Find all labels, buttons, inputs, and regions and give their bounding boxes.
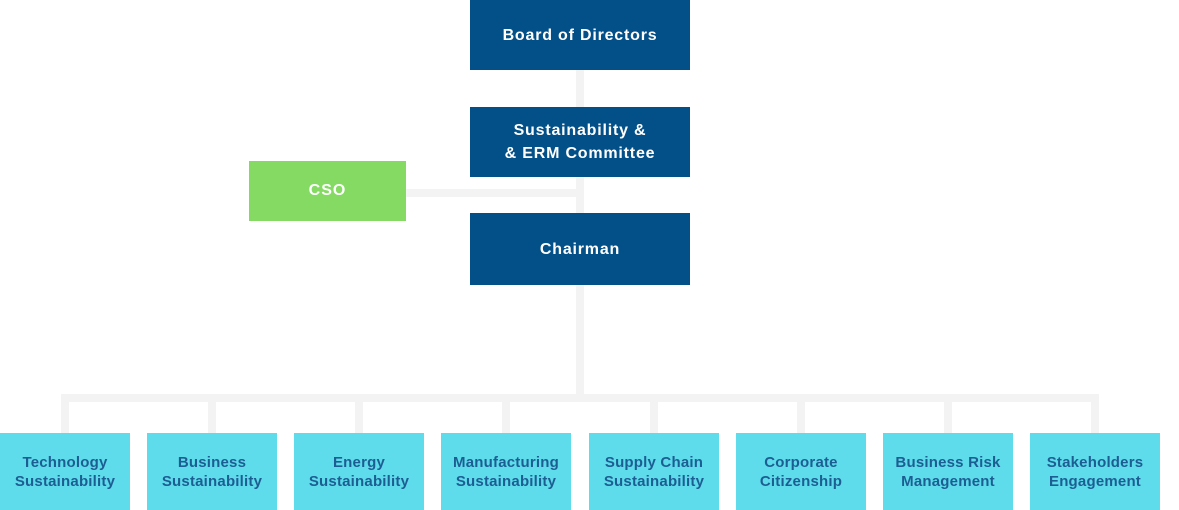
connector-chairman-to-distribution — [576, 285, 584, 402]
connector-stub-manufacturing — [502, 394, 510, 433]
department-supply-chain-sustainability: Supply Chain Sustainability — [589, 433, 719, 510]
connector-stub-corporate — [797, 394, 805, 433]
connector-stub-business-risk — [944, 394, 952, 433]
connector-stub-stakeholders — [1091, 394, 1099, 433]
connector-stub-supply-chain — [650, 394, 658, 433]
department-technology-sustainability: Technology Sustainability — [0, 433, 130, 510]
department-corporate-citizenship: Corporate Citizenship — [736, 433, 866, 510]
connector-cso-branch — [406, 189, 584, 197]
node-cso: CSO — [249, 161, 406, 221]
connector-stub-business — [208, 394, 216, 433]
connector-stub-technology — [61, 394, 69, 433]
node-chairman: Chairman — [470, 213, 690, 285]
department-energy-sustainability: Energy Sustainability — [294, 433, 424, 510]
node-sustainability-erm-committee: Sustainability & & ERM Committee — [470, 107, 690, 177]
department-business-risk-management: Business Risk Management — [883, 433, 1013, 510]
department-stakeholders-engagement: Stakeholders Engagement — [1030, 433, 1160, 510]
connector-distribution-horizontal — [61, 394, 1099, 402]
department-manufacturing-sustainability: Manufacturing Sustainability — [441, 433, 571, 510]
node-board-of-directors: Board of Directors — [470, 0, 690, 70]
department-business-sustainability: Business Sustainability — [147, 433, 277, 510]
connector-stub-energy — [355, 394, 363, 433]
connector-board-to-committee — [576, 70, 584, 107]
